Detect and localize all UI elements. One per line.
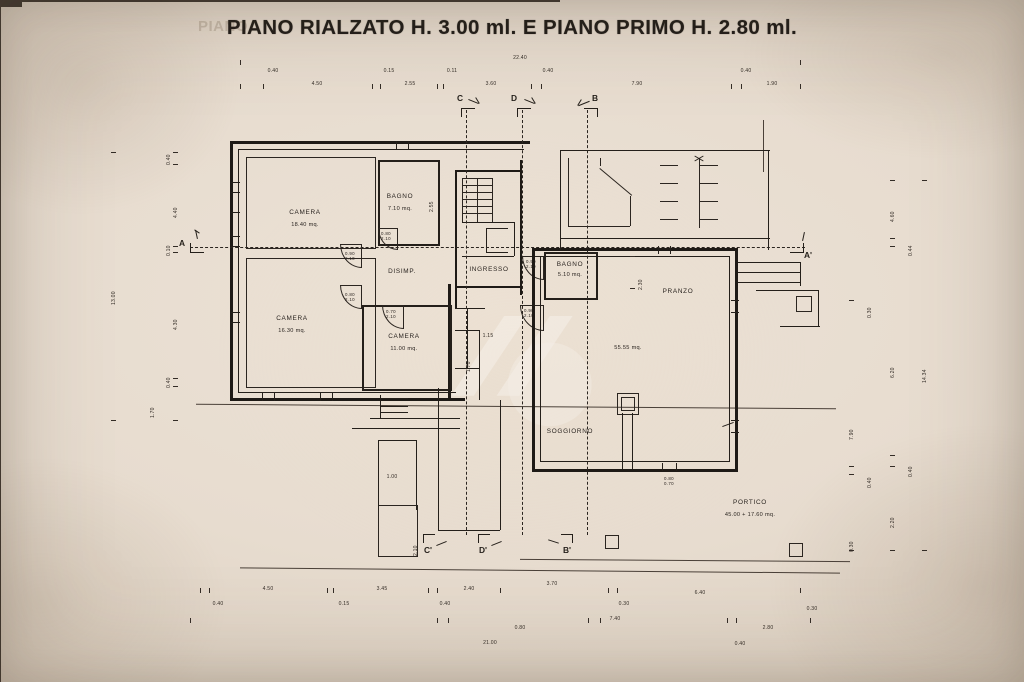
dim-bot-u1: 4.50: [262, 586, 274, 592]
dim-top-6: 3.60: [485, 81, 497, 87]
entry-steps: [378, 505, 418, 557]
ghost-title-text: PIANO: [198, 18, 249, 35]
dim-int-1: 2.10: [413, 545, 419, 556]
dim-right-1: 4.60: [890, 211, 896, 222]
room-area-camera-3: 11.00 mq.: [390, 346, 418, 352]
dim-int-2: 1.00: [386, 474, 398, 480]
dim-bot-l4: 0.80: [514, 625, 526, 631]
section-marker-c-prime: C': [424, 545, 433, 555]
dim-bot-l8: 0.40: [734, 641, 746, 647]
section-marker-a-left: A: [179, 238, 186, 248]
dim-bot-u4: 3.70: [546, 581, 558, 587]
fireplace: [617, 393, 639, 415]
dim-top-10: 1.90: [766, 81, 778, 87]
dim-bot-u3: 2.40: [463, 586, 475, 592]
room-label-pranzo: PRANZO: [662, 288, 694, 295]
room-area-bagno-2: 5.10 mq.: [557, 272, 583, 278]
dim-top-overall: 22.40: [513, 55, 527, 61]
section-marker-a-right: A': [804, 250, 813, 260]
page-title: PIANO RIALZATO H. 3.00 ml. E PIANO PRIMO…: [226, 16, 798, 39]
fireplace-inner: [621, 397, 635, 411]
dim-left-3: 0.10: [166, 245, 172, 256]
dim-bot-l9: 2.80: [762, 625, 774, 631]
room-camera-3: [362, 305, 452, 391]
dim-bot-u5: 6.40: [694, 590, 706, 596]
dim-right-3: 6.20: [890, 367, 896, 378]
dim-bagno-1-depth: 2.55: [429, 201, 435, 212]
dim-bot-l5: 0.30: [618, 601, 630, 607]
room-bagno-1: [378, 160, 440, 246]
dim-right-5: 2.20: [890, 517, 896, 528]
dim-top-3: 0.15: [383, 68, 395, 74]
stair-landing: [796, 296, 812, 312]
section-line-d: [522, 110, 523, 535]
dim-bot-l1: 0.40: [212, 601, 224, 607]
portico-pillar-1: [605, 535, 619, 549]
room-bagno-2: [544, 252, 598, 300]
dim-right-overall: 14.34: [922, 369, 928, 383]
dim-left-overall: 13.00: [111, 291, 117, 305]
room-area-portico: 45.00 + 17.60 mq.: [724, 512, 776, 518]
room-area-bagno-1: 7.10 mq.: [387, 206, 413, 212]
dim-right-inner-1: 0.30: [867, 307, 873, 318]
room-label-camera-1: CAMERA: [289, 209, 321, 216]
room-label-soggiorno: SOGGIORNO: [546, 428, 594, 435]
section-line-a: [190, 247, 805, 248]
dim-top-5: 0.11: [446, 68, 458, 74]
room-label-ingresso: INGRESSO: [469, 266, 509, 273]
room-label-portico: PORTICO: [733, 499, 767, 506]
portico-pillar-2: [789, 543, 803, 557]
section-marker-b: B: [592, 93, 599, 103]
room-camera-2: [246, 258, 376, 388]
dim-right-inner-2: 7.90: [849, 429, 855, 440]
room-area-camera-1: 18.40 mq.: [291, 222, 319, 228]
dim-left-2: 4.40: [173, 207, 179, 218]
dim-bot-l7: 0.30: [806, 606, 818, 612]
dim-bot-l6: 7.40: [609, 616, 621, 622]
section-marker-b-prime: B': [563, 545, 572, 555]
section-line-b: [587, 110, 588, 535]
dim-bot-l3: 0.40: [439, 601, 451, 607]
dim-top-7: 0.40: [542, 68, 554, 74]
dim-right-2: 0.44: [908, 245, 914, 256]
room-area-soggiorno: 55.55 mq.: [614, 345, 642, 351]
dim-right-4: 0.40: [908, 466, 914, 477]
dim-top-9: 0.40: [740, 68, 752, 74]
dim-right-inner-4: 0.30: [849, 541, 855, 552]
dim-pranzo-1: 2.30: [638, 279, 644, 290]
room-camera-1: [246, 157, 376, 249]
room-label-camera-2: CAMERA: [276, 315, 308, 322]
dim-top-8: 7.90: [631, 81, 643, 87]
room-area-camera-2: 16.30 mq.: [278, 328, 306, 334]
section-marker-d-prime: D': [479, 545, 488, 555]
room-label-bagno-1: BAGNO: [386, 193, 414, 200]
dim-right-inner-3: 0.40: [867, 477, 873, 488]
section-marker-c: C: [457, 93, 464, 103]
dim-left-4: 4.30: [173, 319, 179, 330]
dim-left-6: 1.70: [150, 407, 156, 418]
dim-bot-u2: 3.45: [376, 586, 388, 592]
room-label-disimp: DISIMP.: [388, 268, 416, 275]
section-marker-d: D: [511, 93, 518, 103]
dim-left-5: 0.40: [166, 377, 172, 388]
room-label-bagno-2: BAGNO: [556, 261, 584, 268]
dim-left-1: 0.40: [166, 154, 172, 165]
dim-bot-overall: 21.00: [483, 640, 497, 646]
dim-top-1: 0.40: [267, 68, 279, 74]
room-label-camera-3: CAMERA: [388, 333, 420, 340]
dim-top-2: 4.50: [311, 81, 323, 87]
section-line-c: [466, 110, 467, 535]
dim-core-2: 1.15: [482, 333, 494, 339]
dim-bot-l2: 0.15: [338, 601, 350, 607]
dim-top-4: 2.55: [404, 81, 416, 87]
